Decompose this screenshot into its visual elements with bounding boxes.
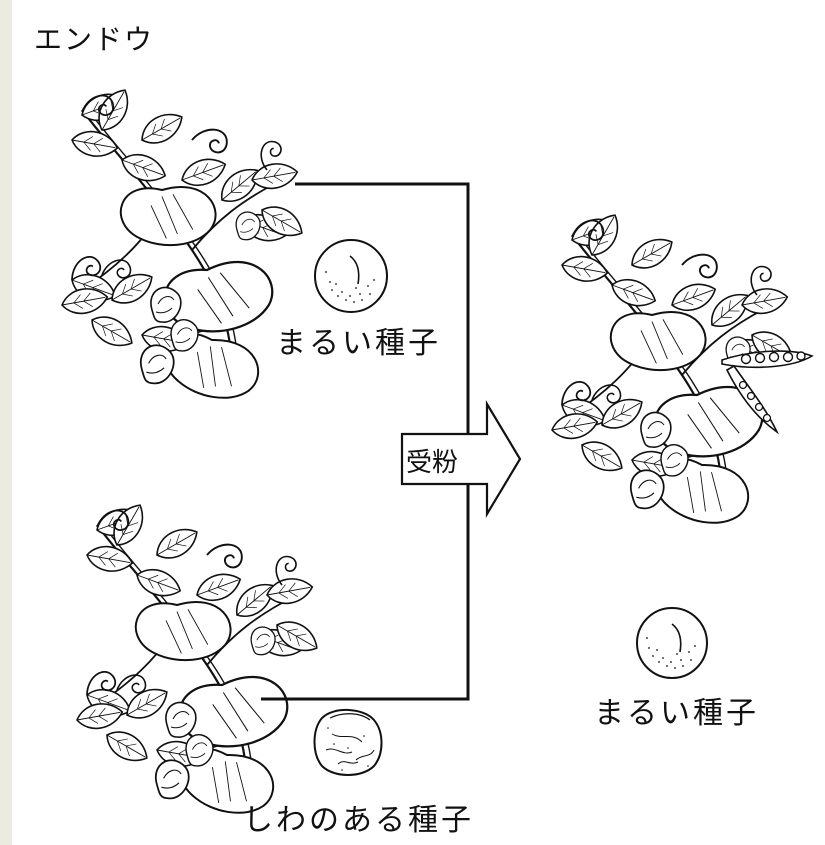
pea-plant-offspring	[550, 209, 798, 532]
round-seed-offspring-icon	[636, 607, 708, 679]
round-seed-parent-icon	[314, 239, 388, 313]
wrinkled-seed-parent-icon	[313, 709, 383, 776]
diagram-canvas: エンドウ まるい種子 受粉 まるい種子 しわのある種子	[12, 0, 825, 845]
diagram-title: エンドウ	[34, 23, 155, 56]
diagram-graphics	[12, 0, 814, 845]
pea-pod-icon	[721, 350, 814, 435]
round-seed-parent-label: まるい種子	[276, 326, 441, 361]
pollination-arrow	[400, 400, 522, 518]
round-seed-offspring-label: まるい種子	[594, 696, 759, 731]
wrinkled-seed-parent-label: しわのある種子	[243, 803, 474, 838]
pea-plant-round-parent	[60, 84, 308, 407]
pea-plant-wrinkled-parent	[75, 499, 323, 822]
pollination-label: 受粉	[406, 448, 459, 478]
